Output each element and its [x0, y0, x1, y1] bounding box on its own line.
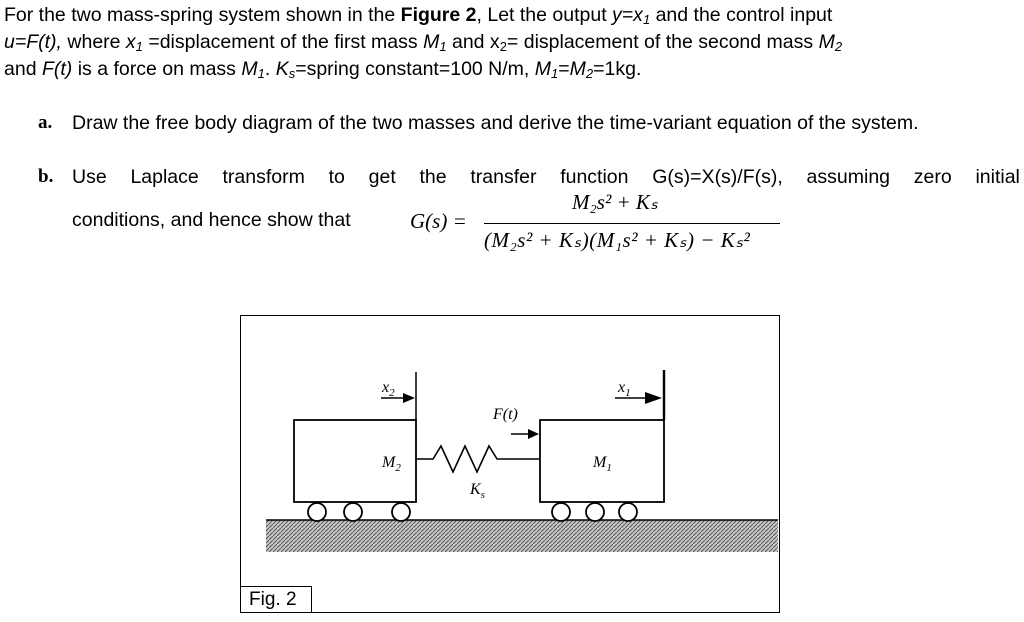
- word: transfer: [470, 166, 537, 188]
- question-a: a. Draw the free body diagram of the two…: [38, 110, 1020, 136]
- wheel-icon: [585, 502, 605, 522]
- mass-m1-block: [539, 419, 665, 503]
- subscript: 2: [834, 39, 843, 54]
- x1-arrow-icon: [645, 392, 662, 404]
- input-definition: u=F(t),: [4, 31, 62, 53]
- word: get: [368, 166, 396, 188]
- subscript: 1: [257, 66, 265, 81]
- word: function: [560, 166, 629, 188]
- symbol: M: [534, 58, 552, 80]
- symbol: M: [569, 58, 586, 80]
- subscript: 1: [642, 12, 651, 27]
- intro-text: , Let the output: [476, 4, 613, 26]
- question-a-marker: a.: [38, 112, 53, 133]
- label-m1: M1: [592, 454, 612, 474]
- intro-text: =displacement of the first mass: [142, 31, 424, 53]
- subscript: 2: [499, 39, 507, 54]
- mass-spring-diagram: x2 x1 F(t) M2 M1 Ks: [266, 370, 778, 552]
- intro-text: =: [558, 58, 570, 80]
- figure-2: x2 x1 F(t) M2 M1 Ks Fig. 2: [240, 315, 780, 613]
- question-a-text: Draw the free body diagram of the two ma…: [72, 112, 919, 134]
- wheel-icon: [618, 502, 638, 522]
- label-ks: Ks: [469, 481, 485, 501]
- intro-text: For the two mass-spring system shown in …: [4, 4, 401, 26]
- symbol: M: [241, 58, 258, 80]
- spring-icon: [416, 444, 540, 474]
- equation-denominator: (M₂s² + Kₛ)(M₁s² + Kₛ) − Kₛ²: [484, 228, 751, 252]
- symbol: K: [275, 58, 289, 80]
- subscript: 1: [551, 66, 559, 81]
- intro-text: =1kg.: [593, 58, 642, 80]
- symbol: F(t): [41, 58, 73, 80]
- intro-text: where: [61, 31, 126, 53]
- symbol: M: [818, 31, 835, 53]
- wheel-icon: [551, 502, 571, 522]
- question-b-marker: b.: [38, 166, 54, 187]
- label-x2: x2: [381, 379, 395, 399]
- intro-text: = displacement of the second mass: [506, 31, 819, 53]
- problem-statement: For the two mass-spring system shown in …: [4, 2, 1020, 83]
- symbol: x: [125, 31, 136, 53]
- equation-numerator: M₂s² + Kₛ: [572, 190, 658, 214]
- intro-text: and the control input: [650, 4, 833, 26]
- question-b-text: Use Laplace transform to get the transfe…: [72, 164, 1020, 190]
- figure-reference: Figure 2: [400, 4, 477, 26]
- intro-text: is a force on mass: [72, 58, 242, 80]
- x2-arrow-icon: [403, 393, 415, 403]
- word: assuming: [806, 166, 891, 188]
- symbol: M: [423, 31, 440, 53]
- subscript: 2: [585, 66, 594, 81]
- force-arrow-icon: [528, 429, 539, 439]
- question-b: b. Use Laplace transform to get the tran…: [38, 164, 1020, 190]
- intro-text: and x: [446, 31, 500, 53]
- wheel-icon: [391, 502, 411, 522]
- question-b-conditions: conditions, and hence show that: [72, 209, 351, 231]
- wheel-icon: [307, 502, 327, 522]
- word: Use: [72, 166, 107, 188]
- word: initial: [975, 166, 1020, 188]
- subscript: s: [288, 66, 296, 81]
- wheel-icon: [343, 502, 363, 522]
- word: zero: [913, 166, 952, 188]
- fraction-bar: [484, 223, 780, 224]
- word: to: [328, 166, 345, 188]
- output-definition: y=x: [612, 4, 643, 26]
- word: the: [419, 166, 447, 188]
- figure-caption: Fig. 2: [241, 586, 312, 612]
- subscript: 1: [439, 39, 447, 54]
- word: Laplace: [130, 166, 199, 188]
- label-force: F(t): [492, 406, 518, 423]
- equation-lhs: G(s) =: [410, 209, 467, 233]
- intro-text: .: [264, 58, 276, 80]
- intro-text: =spring constant=100 N/m,: [295, 58, 535, 80]
- word: transform: [222, 166, 305, 188]
- subscript: 1: [135, 39, 143, 54]
- ground-hatch: [266, 520, 778, 552]
- word: G(s)=X(s)/F(s),: [652, 166, 783, 188]
- label-x1: x1: [617, 379, 631, 399]
- intro-text: and: [4, 58, 42, 80]
- label-m2: M2: [381, 454, 401, 474]
- mass-m2-block: [293, 419, 417, 503]
